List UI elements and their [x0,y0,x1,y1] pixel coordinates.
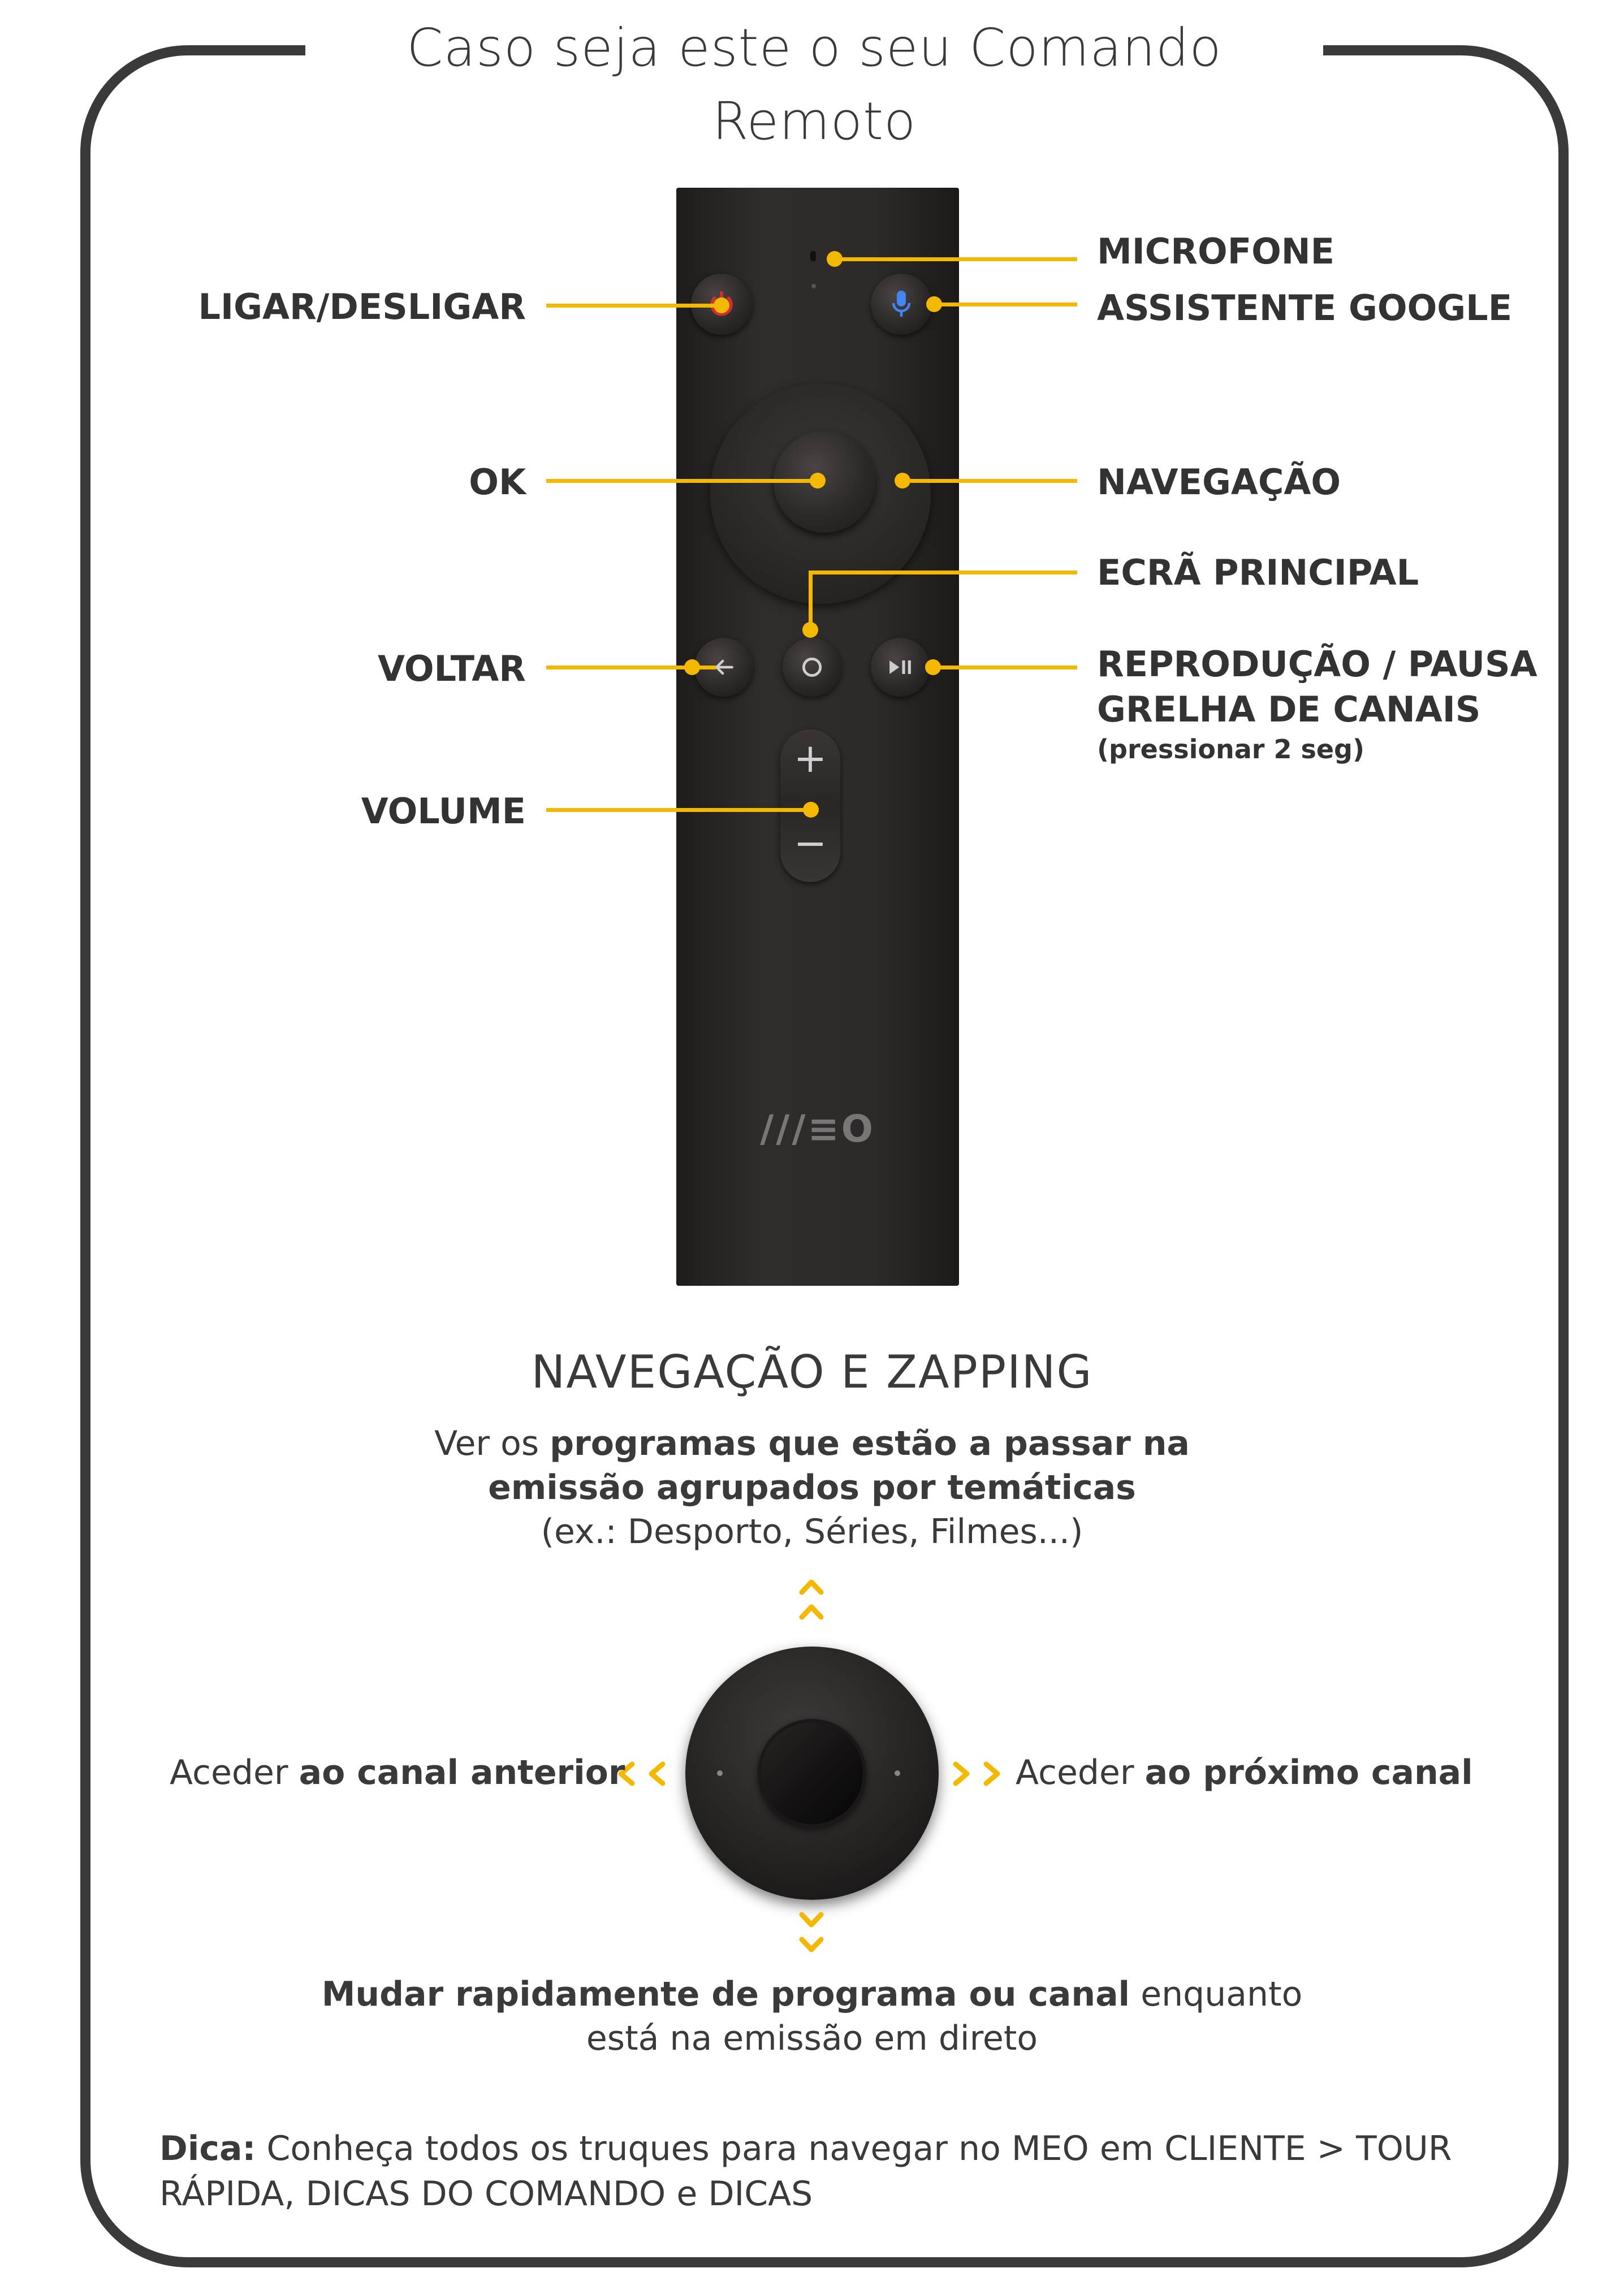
back-arrow-icon [715,659,733,675]
leader-line-volume [546,808,812,812]
page-title: Caso seja este o seu Comando Remoto [305,11,1323,152]
leader-dot-volume [803,802,819,818]
label-assistente-google: ASSISTENTE GOOGLE [1097,287,1513,329]
navigation-disc-center[interactable] [758,1719,866,1827]
leader-line-ok [546,479,818,483]
up-description: Ver os programas que estão a passar na e… [434,1424,1190,1552]
down-description: Mudar rapidamente de programa ou canal e… [321,1974,1303,2058]
right-chevron-icon [953,1761,1000,1786]
left-description: Aceder ao canal anterior [170,1753,625,1792]
back-button[interactable] [694,638,753,697]
leader-dot-assistant [926,296,942,312]
label-microfone: MICROFONE [1097,231,1335,272]
label-ok: OK [469,461,526,503]
leader-line-power [546,304,722,308]
leader-dot-microphone [827,251,843,267]
play-pause-icon [889,660,911,674]
leader-line-play [939,666,1077,669]
section-title: NAVEGAÇÃO E ZAPPING [531,1346,1093,1398]
label-volume: VOLUME [361,790,526,832]
leader-line-assistant [939,303,1077,306]
leader-dot-navigation [895,473,910,489]
microphone-hole [810,251,816,261]
up-chevron-icon [799,1579,824,1620]
leader-dot-play [925,659,941,675]
leader-line-back [546,666,716,669]
label-ligar-desligar: LIGAR/DESLIGAR [198,286,526,327]
label-reproducao-pausa: REPRODUÇÃO / PAUSA [1097,643,1537,685]
microphone-icon [892,291,911,317]
label-navegacao: NAVEGAÇÃO [1097,461,1341,503]
label-grelha-canais: GRELHA DE CANAIS [1097,689,1481,730]
tip-text: Dica: Conheça todos os truques para nave… [159,2129,1452,2214]
play-pause-button[interactable] [871,638,930,697]
leader-line-home-horizontal [809,571,1077,574]
down-chevron-icon [799,1912,824,1952]
leader-line-microphone [837,257,1077,261]
leader-dot-ok [810,473,826,489]
leader-dot-home [802,622,818,638]
leader-line-home-vertical [809,571,813,627]
volume-plus-icon: + [793,735,827,781]
disc-dot-left [717,1770,723,1776]
meo-logo: ///≡O [760,1107,875,1151]
label-ecra-principal: ECRÃ PRINCIPAL [1097,552,1419,593]
right-description: Aceder ao próximo canal [1016,1753,1473,1792]
disc-dot-right [895,1770,900,1776]
volume-minus-icon: − [793,820,827,866]
label-voltar: VOLTAR [377,648,526,689]
leader-dot-back [684,659,700,675]
label-grelha-sub: (pressionar 2 seg) [1097,734,1365,764]
status-led [811,284,816,288]
leader-dot-power [714,297,729,313]
google-assistant-button[interactable] [871,274,932,335]
leader-line-navigation [910,479,1077,483]
home-circle-icon [802,657,822,677]
left-chevron-icon [618,1761,666,1786]
home-button[interactable] [783,638,841,697]
